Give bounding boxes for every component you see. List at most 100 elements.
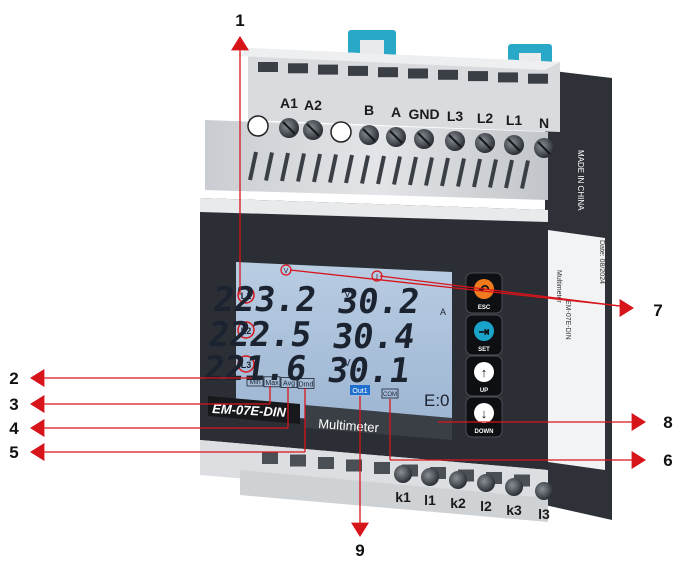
top-wire-slot (378, 67, 398, 78)
callout-number-4: 4 (9, 419, 19, 438)
voltage-marker: V (284, 268, 289, 275)
vent-slot (504, 159, 514, 189)
callout-number-2: 2 (9, 369, 18, 388)
bottom-terminal-screw-k2 (449, 471, 467, 489)
bottom-terminal-screws (394, 465, 553, 500)
bottom-terminal-screw-l3 (535, 482, 553, 500)
terminal-label-l2: L2 (477, 110, 494, 126)
callout-number-1: 1 (235, 11, 244, 30)
top-wire-slot (288, 63, 308, 74)
phase-label-1: L1 (241, 291, 252, 301)
vent-slot (376, 155, 386, 185)
voltage-value-3: 221.6 (201, 349, 309, 389)
top-wire-slot (408, 68, 428, 79)
bottom-wire-slot (262, 452, 278, 464)
top-wire-slot (528, 73, 548, 84)
mode-tag-dmd: Dmd (299, 381, 314, 388)
voltage-value-1: 223.2 (211, 280, 319, 320)
vent-slot (296, 153, 306, 182)
terminal-label-gnd: GND (408, 106, 439, 122)
callout-number-5: 5 (9, 443, 18, 462)
vent-slot (488, 159, 498, 188)
callout-number-7: 7 (653, 301, 662, 320)
vent-slot (392, 156, 402, 185)
vent-slot (456, 158, 466, 187)
front-buttons: ↶ESC⇥SET↑UP↓DOWN (465, 272, 503, 438)
side-product: Multimeter (555, 270, 562, 303)
callout-number-3: 3 (9, 395, 18, 414)
callout-line (289, 269, 621, 307)
current-value-1: 30.2 (335, 282, 422, 322)
top-wire-slot (498, 72, 518, 83)
mode-tag-min: Min (249, 379, 260, 386)
top-wire-slot (468, 71, 488, 82)
current-unit: A (440, 307, 446, 317)
error-readout: E:0 (424, 391, 450, 410)
top-wire-slot (348, 65, 368, 76)
com-tag: COM (383, 392, 397, 398)
voltage-unit-2: V (344, 324, 351, 335)
callout-arrowhead (351, 522, 369, 537)
top-wire-slot (318, 64, 338, 75)
mode-tag-avg: Avg (283, 381, 295, 388)
terminal-label-a1: A1 (280, 95, 298, 111)
bottom-terminal-label-k3: k3 (506, 502, 522, 518)
top-wire-slot (438, 69, 458, 80)
bottom-wire-slot (374, 462, 390, 474)
bottom-terminal-screw-k1 (394, 465, 412, 483)
bottom-terminal-screw-k3 (505, 478, 523, 496)
lcd-screen (236, 262, 452, 428)
terminal-label-a: A (391, 104, 401, 120)
vent-slot (360, 155, 370, 184)
callout-arrowhead (631, 451, 646, 469)
vent-slot (424, 157, 434, 186)
phase-marker-circle (237, 321, 255, 339)
terminal-label-l1: L1 (506, 112, 523, 128)
vent-slot (328, 154, 338, 183)
phase-label-3: L3 (241, 360, 252, 370)
top-terminal-screws (247, 115, 554, 158)
callout-arrowhead (30, 443, 45, 461)
callout-number-8: 8 (663, 413, 672, 432)
phase-marker-circle (237, 286, 255, 304)
vent-slot (280, 152, 290, 182)
button-up-icon (474, 362, 494, 382)
button-set-label: SET (478, 347, 490, 353)
out1-tag: Out1 (352, 388, 367, 395)
phase-label-2: L2 (241, 326, 252, 336)
button-set-icon (474, 321, 494, 341)
vent-slot (520, 160, 530, 189)
mode-tag-max: Max (265, 380, 279, 387)
callout-arrowhead (619, 299, 634, 317)
side-date: Date: 08/2024 (598, 240, 605, 284)
top-wire-slot (258, 62, 278, 72)
current-marker: I (376, 274, 378, 281)
empty-terminal-hole (330, 121, 352, 143)
current-value-3: 30.1 (325, 351, 412, 391)
vent-slot (264, 152, 274, 181)
vent-slot (344, 154, 354, 184)
button-glyph: ↑ (481, 365, 488, 380)
callout-arrowhead (30, 369, 45, 387)
button-down-label: DOWN (475, 429, 494, 435)
button-glyph: ⇥ (479, 324, 490, 339)
empty-terminal-hole (247, 115, 269, 137)
callout-arrowhead (631, 413, 646, 431)
terminal-label-a2: A2 (304, 97, 322, 113)
button-down-icon (474, 403, 494, 423)
callout-number-6: 6 (663, 451, 672, 470)
voltage-unit-1: V (344, 289, 351, 300)
vent-slot (408, 156, 418, 186)
vent-slot (312, 153, 322, 183)
callout-line (379, 275, 621, 307)
button-up-label: UP (480, 388, 488, 394)
button-glyph: ↓ (481, 406, 488, 421)
bottom-terminal-label-l1: l1 (424, 492, 436, 508)
bottom-terminal-label-k2: k2 (450, 495, 466, 511)
vent-slot (472, 158, 482, 188)
callout-arrowhead (30, 395, 45, 413)
